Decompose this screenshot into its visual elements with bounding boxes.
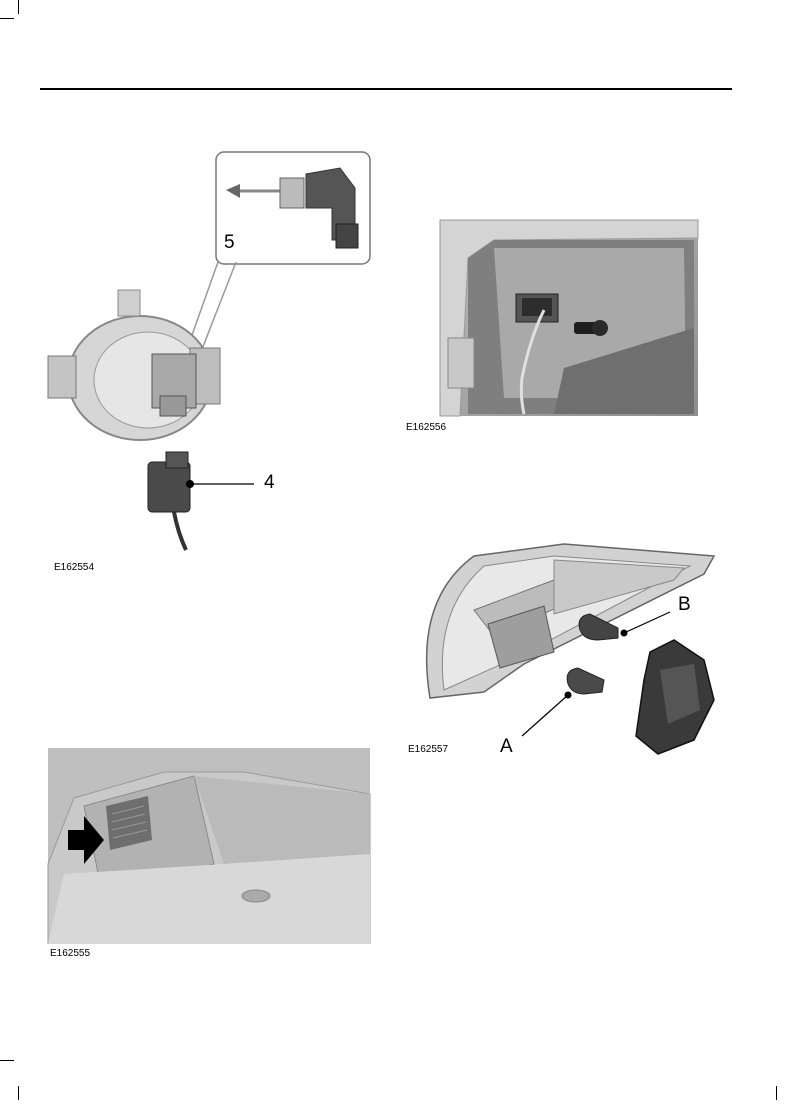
callout-4: 4 xyxy=(264,472,275,494)
crop-mark-bottom-right-v xyxy=(776,1086,777,1100)
cargo-area-photo xyxy=(44,744,374,944)
figure-code: E162557 xyxy=(408,744,448,755)
figure-cargo-area: E162555 xyxy=(44,744,374,964)
tail-lamp-illustration xyxy=(404,540,724,766)
figure-code: E162555 xyxy=(50,948,90,959)
callout-a: A xyxy=(500,736,513,758)
header-rule xyxy=(40,88,732,90)
crop-mark-bottom-left-v xyxy=(18,1086,19,1100)
callout-b: B xyxy=(678,594,691,616)
figure-code: E162554 xyxy=(54,562,94,573)
figure-headlamp: 5 4 E162554 xyxy=(40,148,380,578)
figure-trunk-wall: E162556 xyxy=(404,218,704,438)
callout-5: 5 xyxy=(224,232,235,254)
figure-code: E162556 xyxy=(406,422,446,433)
crop-mark-bottom-left-h xyxy=(0,1060,14,1061)
crop-mark-top-left-h xyxy=(0,18,14,19)
trunk-wall-photo xyxy=(404,218,704,418)
headlamp-illustration xyxy=(40,148,380,558)
crop-mark-top-left-v xyxy=(18,0,19,14)
figure-tail-lamp: B A E162557 xyxy=(404,540,724,770)
